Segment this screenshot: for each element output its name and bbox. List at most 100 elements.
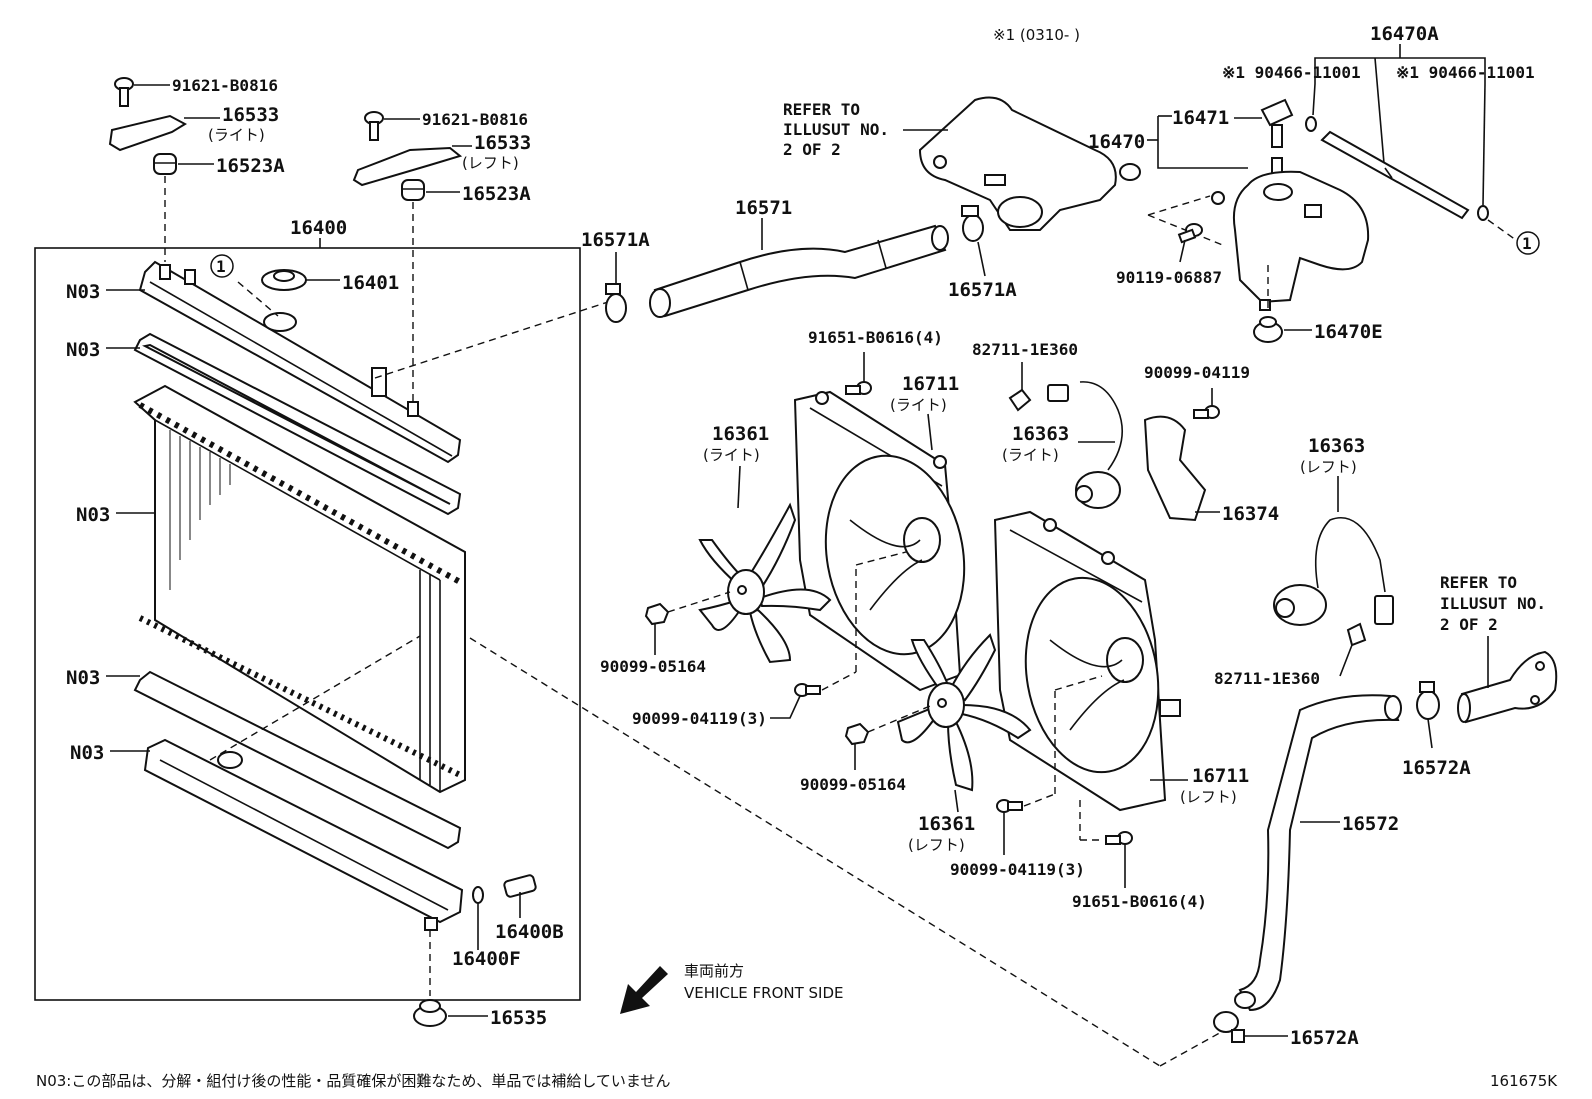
o-ring-part [472,886,484,904]
radiator-core-part [133,384,466,794]
label-motor-l-sub: (レフト) [1300,458,1357,476]
reservoir-tank-part [1211,170,1370,311]
upper-hose-part [649,224,949,318]
gasket-lower [133,670,462,850]
label-clamp-4: 16572A [1290,1027,1359,1049]
ref-circle-1-label: 1 [216,257,226,276]
plate-part [1143,415,1207,522]
clamp-1-part [605,283,627,323]
label-plate: 16374 [1222,503,1279,525]
label-16471: 16471 [1172,107,1229,129]
shroud-bolt-2-part [1105,831,1133,845]
label-bolt-d: 90099-04119(3) [632,709,767,728]
label-bolt-e: 90099-04119(3) [950,860,1085,879]
label-clamp-3: 16572A [1402,757,1471,779]
bolt-a-part [114,77,134,107]
label-hose-lower: 16572 [1342,813,1399,835]
label-cushion-b: 16523A [462,183,531,205]
label-motor-l: 16363 [1308,435,1365,457]
motor-right-part [1047,381,1124,509]
label-bracket-a-sub: (ライト) [208,126,265,144]
shroud-right-part [793,390,966,692]
bracket-a-part [108,114,188,152]
label-shroud-bolt-1: 91651-B0616(4) [808,328,943,347]
label-16535: 16535 [490,1007,547,1029]
label-16400f: 16400F [452,948,521,970]
refer1-line2: ILLUSUT NO. [783,120,889,139]
ref-circle-1 [210,254,234,278]
label-fan-l: 16361 [918,813,975,835]
lower-hose-part [1234,694,1402,1012]
label-16470a: 16470A [1370,23,1439,45]
label-bracket-a: 16533 [222,104,279,126]
label-motor-r-sub: (ライト) [1002,446,1059,464]
label-shroud-bolt-2: 91651-B0616(4) [1072,892,1207,911]
label-16400: 16400 [290,217,347,239]
refer2-line3: 2 OF 2 [1440,615,1498,634]
label-tank-bolt: 90119-06887 [1116,268,1222,287]
inlet-pipe-part [1457,650,1558,724]
label-fan-r: 16361 [712,423,769,445]
shroud-left-part [993,510,1181,812]
tank-bolt-part [1177,223,1203,244]
label-fan-l-sub: (レフト) [908,836,965,854]
water-outlet-part [918,96,1141,231]
lower-tank-part [143,738,464,931]
fan-left-part [896,633,1032,792]
label-bracket-b: 16533 [474,132,531,154]
refer2-line1: REFER TO [1440,573,1517,592]
ref-circle-2 [1516,231,1540,255]
lower-cushion-part [413,999,447,1027]
label-16401: 16401 [342,272,399,294]
label-clamp-1: 16571A [581,229,650,251]
fan-right-part [698,502,832,664]
label-nut-2: 90099-05164 [800,775,906,794]
label-shroud-r: 16711 [902,373,959,395]
label-bolt-b: 91621-B0816 [422,110,528,129]
label-n03-2: N03 [66,339,100,361]
label-16400b: 16400B [495,921,564,943]
label-bolt-c: 90099-04119 [1144,363,1250,382]
radiator-group-box [34,247,581,1001]
clamp-3-part [1416,681,1440,720]
label-tank-hose-1: ※1 90466-11001 [1222,63,1361,82]
refer2-line2: ILLUSUT NO. [1440,594,1546,613]
drawing-number: 161675K [1490,1072,1558,1090]
label-bracket-b-sub: (レフト) [462,154,519,172]
label-16571: 16571 [735,197,792,219]
overflow-hose-part [1320,130,1470,220]
bolt-e-part [996,799,1023,813]
label-shroud-l: 16711 [1192,765,1249,787]
shroud-bolt-1-part [845,381,872,395]
bolt-d-part [794,683,821,697]
clamp-2-part [961,205,984,242]
label-connector-2: 82711-1E360 [1214,669,1320,688]
tank-cushion-part [1253,316,1283,343]
tank-cap-part [1260,98,1294,181]
upper-tank-part [138,260,462,464]
label-nut-1: 90099-05164 [600,657,706,676]
label-16470e: 16470E [1314,321,1383,343]
label-clamp-2: 16571A [948,279,1017,301]
label-shroud-r-sub: (ライト) [890,396,947,414]
motor-left-part [1273,517,1394,626]
radiator-cap-part [261,269,307,291]
label-shroud-l-sub: (レフト) [1180,788,1237,806]
bolt-b-part [364,111,384,141]
drain-cock-part [503,874,537,918]
label-n03-3: N03 [76,504,110,526]
label-n03-1: N03 [66,281,100,303]
ref-circle-2-label: 1 [1522,234,1532,253]
clamp-4-part [1213,1011,1245,1043]
bracket-b-part [352,146,463,187]
bolt-c-part [1193,405,1220,419]
front-note-jp: 車両前方 [684,962,744,980]
nut-1-part [644,602,670,626]
label-connector-1: 82711-1E360 [972,340,1078,359]
label-cushion-a: 16523A [216,155,285,177]
label-motor-r: 16363 [1012,423,1069,445]
label-n03-4: N03 [66,667,100,689]
connector-2-part [1346,622,1367,647]
refer1-line3: 2 OF 2 [783,140,841,159]
